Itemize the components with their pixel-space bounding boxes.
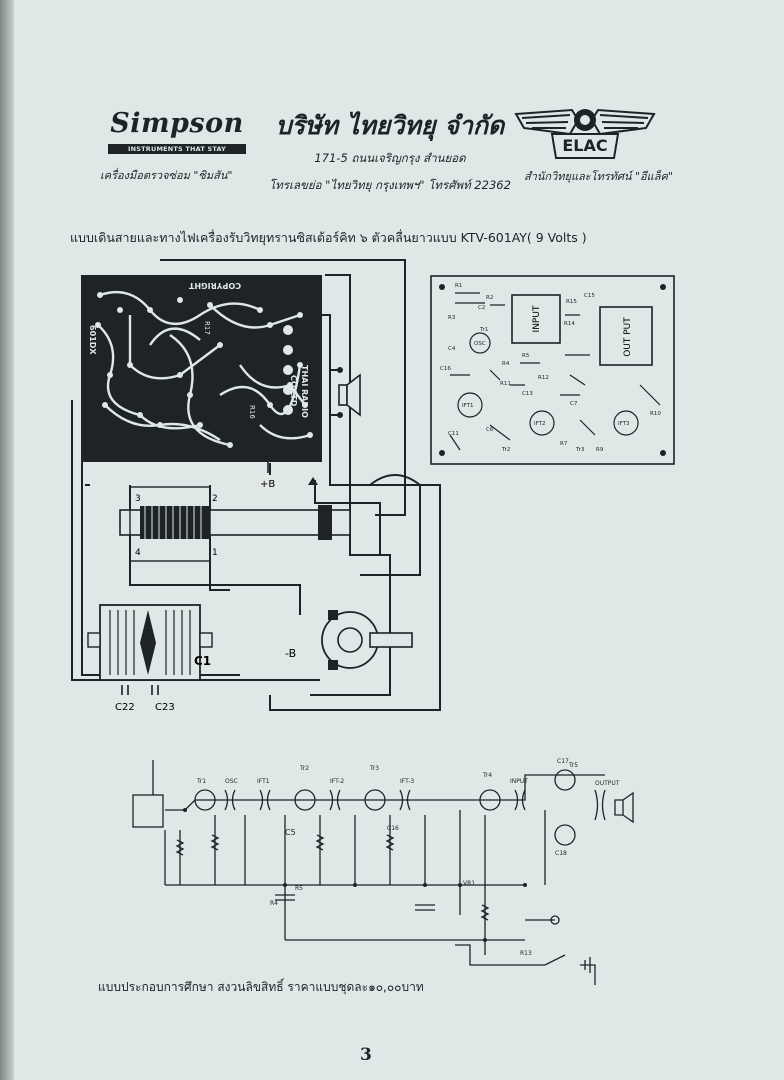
layout-part-c4: C4 <box>448 346 456 352</box>
simpson-logo-tagline: INSTRUMENTS THAT STAY ACCURATE <box>108 144 246 163</box>
pcb-r16: R16 <box>248 405 256 419</box>
coil-pin-4: 4 <box>135 548 141 558</box>
stage-tr1: Tr1 <box>196 778 206 785</box>
pcb-copyright: COPYRIGHT <box>188 281 241 290</box>
layout-part-r15: R15 <box>566 299 577 305</box>
ferrite-antenna-coil <box>119 486 351 562</box>
footer-note: แบบประกอบการศึกษา สงวนลิขสิทธิ์ ราคาแบบช… <box>98 980 424 994</box>
layout-part-r14: R14 <box>564 321 575 327</box>
simpson-logo: Simpson INSTRUMENTS THAT STAY ACCURATE <box>108 108 246 163</box>
elac-logo-word: ELAC <box>562 136 608 155</box>
layout-part-c13: C13 <box>522 391 533 397</box>
part-r13: R13 <box>520 950 532 957</box>
layout-part-r10: R10 <box>650 411 661 417</box>
stage-tr2: Tr2 <box>299 765 309 772</box>
c23-label: C23 <box>155 702 175 713</box>
company-address: 171-5 ถนนเจริญกรุง สำนยอด <box>314 151 466 165</box>
part-r4: R4 <box>270 900 278 907</box>
stage-ift3: IFT-3 <box>400 778 414 785</box>
stage-ift2: IFT-2 <box>330 778 344 785</box>
layout-part-c6: C6 <box>486 427 494 433</box>
layout-part-r11: R11 <box>500 381 511 387</box>
elac-logo: ELAC <box>514 106 656 162</box>
c22-label: C22 <box>115 702 135 713</box>
stage-tr4: Tr4 <box>482 772 492 779</box>
layout-part-osc: OSC <box>474 341 486 347</box>
page-edge-shadow <box>0 0 14 1080</box>
simpson-logo-word: Simpson <box>110 108 244 139</box>
input-label: INPUT <box>532 305 542 332</box>
layout-part-ift2: IFT2 <box>534 421 546 427</box>
layout-part-ift3: IFT3 <box>618 421 630 427</box>
pcb-maker-line2: CO.LTD <box>289 375 298 407</box>
part-c5: C5 <box>285 828 296 837</box>
layout-part-c16: C16 <box>440 366 451 372</box>
layout-part-c11: C11 <box>448 431 459 437</box>
layout-part-r12: R12 <box>538 375 549 381</box>
stage-output: OUTPUT <box>595 780 620 787</box>
elac-wings-icon <box>514 108 656 159</box>
speaker-icon <box>338 373 361 417</box>
simpson-caption: เครื่องมือตรวจซ่อม "ซิมสัน" <box>100 169 233 182</box>
layout-part-r7: R7 <box>560 441 568 447</box>
minus-b-label: -B <box>285 647 296 660</box>
layout-part-tr3: Tr3 <box>575 447 585 453</box>
c1-label: C1 <box>194 654 211 668</box>
coil-pin-2: 2 <box>212 494 218 504</box>
volume-potentiometer <box>321 610 413 670</box>
part-r5: R5 <box>295 885 303 892</box>
stage-osc: OSC <box>225 778 238 785</box>
diagram-caption: แบบเดินสายและทางไฟเครื่องรับวิทยุทรานซิส… <box>70 230 587 245</box>
layout-part-c7: C7 <box>570 401 578 407</box>
stage-tr3: Tr3 <box>369 765 379 772</box>
part-c16: C16 <box>387 825 399 832</box>
page-number: 3 <box>360 1045 372 1065</box>
antenna-terminal-icon <box>308 477 318 485</box>
pcb-r17: R17 <box>203 321 211 335</box>
part-vr1: VR1 <box>463 880 475 887</box>
part-c18: C18 <box>555 850 567 857</box>
stage-tr5: Tr5 <box>568 762 578 769</box>
circuit-schematic: Tr1 OSC IFT1 Tr2 IFT-2 Tr3 IFT-3 Tr4 INP… <box>132 758 634 985</box>
stage-c17: C17 <box>557 758 569 765</box>
wiring-diagram: COPYRIGHT 601DX THAI RADIO CO.LTD R17 R1… <box>71 259 441 713</box>
layout-part-c15: C15 <box>584 293 595 299</box>
input-transformer <box>511 294 561 344</box>
company-name: บริษัท ไทยวิทยุ จำกัด <box>275 111 505 140</box>
coil-pin-1: 1 <box>212 548 218 558</box>
pcb-model: 601DX <box>88 325 97 355</box>
layout-part-r5: R5 <box>522 353 530 359</box>
layout-part-r4: R4 <box>502 361 510 367</box>
layout-part-r1: R1 <box>455 283 462 289</box>
layout-part-r3: R3 <box>448 315 456 321</box>
plus-b-label: +B <box>260 479 275 490</box>
company-telegraph-phone: โทรเลขย่อ "ไทยวิทยุ กรุงเทพฯ" โทรศัพท์ 2… <box>269 178 511 192</box>
stage-ift1: IFT1 <box>257 778 270 785</box>
output-label: OUT PUT <box>623 317 633 357</box>
elac-caption: สำนักวิทยุและโทรทัศน์ "อีแล็ค" <box>524 170 673 183</box>
stage-input: INPUT <box>510 778 528 785</box>
layout-part-tr1: Tr1 <box>479 327 488 333</box>
output-transformer <box>599 306 653 366</box>
layout-part-r2: R2 <box>486 295 493 301</box>
layout-part-tr2: Tr2 <box>501 447 510 453</box>
component-layout-diagram: INPUT OUT PUT R1 C2 R2 R3 Tr1 R15 C15 C4… <box>430 275 675 465</box>
layout-part-c2: C2 <box>478 305 485 311</box>
variable-capacitor <box>87 604 213 681</box>
layout-part-r9: R9 <box>596 447 604 453</box>
pcb-maker-line1: THAI RADIO <box>300 365 309 418</box>
coil-pin-3: 3 <box>135 494 141 504</box>
layout-part-ift1: IFT1 <box>462 403 474 409</box>
